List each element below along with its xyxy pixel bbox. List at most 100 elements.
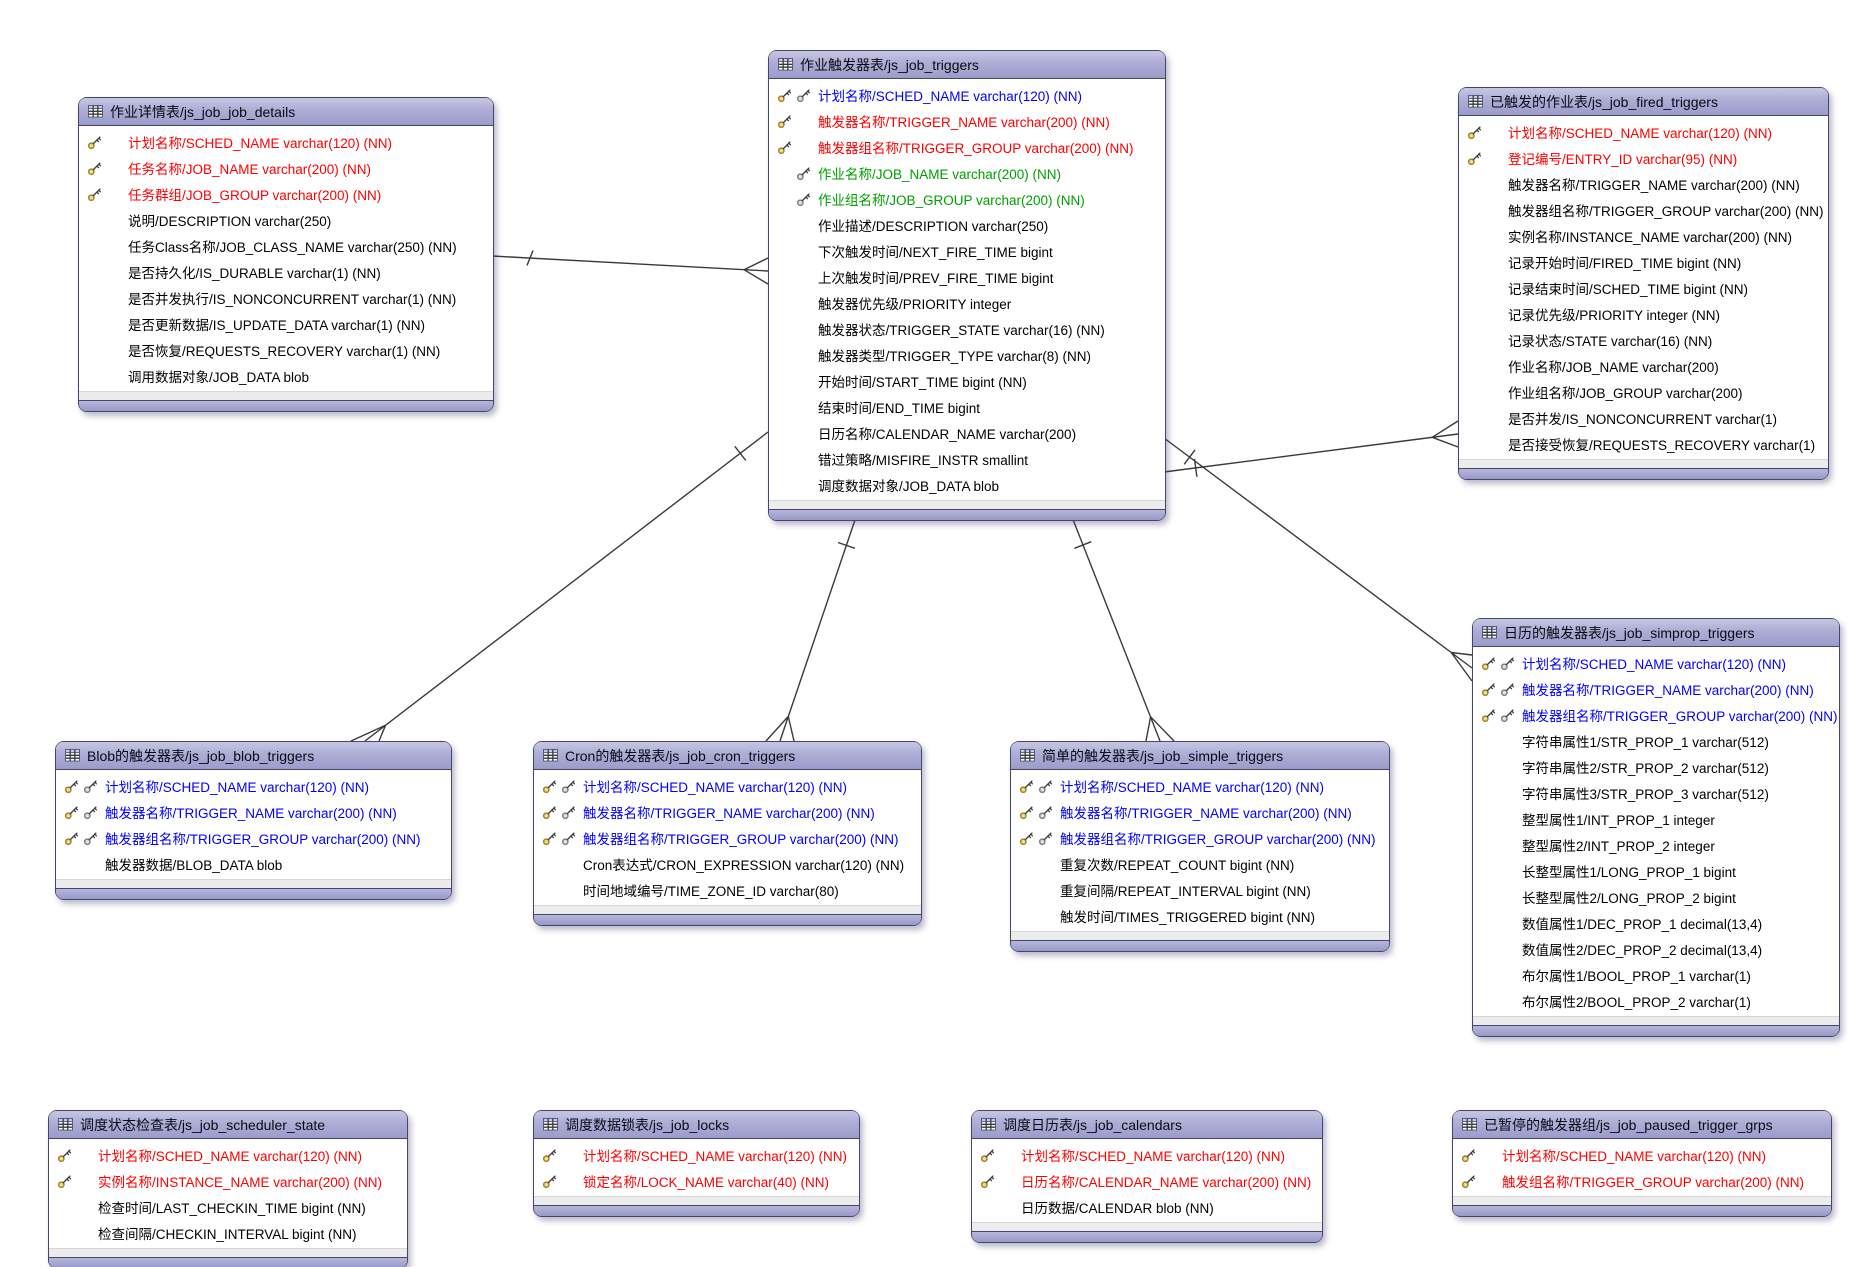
column-row[interactable]: 触发时间/TIMES_TRIGGERED bigint (NN) xyxy=(1017,903,1383,929)
column-row[interactable]: 计划名称/SCHED_NAME varchar(120) (NN) xyxy=(1479,650,1833,676)
column-row[interactable]: Cron表达式/CRON_EXPRESSION varchar(120) (NN… xyxy=(540,851,915,877)
column-row[interactable]: 是否并发/IS_NONCONCURRENT varchar(1) xyxy=(1465,405,1822,431)
column-row[interactable]: 重复次数/REPEAT_COUNT bigint (NN) xyxy=(1017,851,1383,877)
column-row[interactable]: 计划名称/SCHED_NAME varchar(120) (NN) xyxy=(55,1142,401,1168)
column-row[interactable]: 触发器名称/TRIGGER_NAME varchar(200) (NN) xyxy=(1479,676,1833,702)
column-row[interactable]: 触发器名称/TRIGGER_NAME varchar(200) (NN) xyxy=(775,108,1159,134)
table-header[interactable]: 已触发的作业表/js_job_fired_triggers xyxy=(1459,88,1828,116)
table-js_job_scheduler_state[interactable]: 调度状态检查表/js_job_scheduler_state 计划名称/SCHE… xyxy=(48,1110,408,1267)
column-row[interactable]: 触发器组名称/TRIGGER_GROUP varchar(200) (NN) xyxy=(775,134,1159,160)
column-row[interactable]: 触发器类型/TRIGGER_TYPE varchar(8) (NN) xyxy=(775,342,1159,368)
column-row[interactable]: 时间地域编号/TIME_ZONE_ID varchar(80) xyxy=(540,877,915,903)
column-row[interactable]: 触发器优先级/PRIORITY integer xyxy=(775,290,1159,316)
column-row[interactable]: 计划名称/SCHED_NAME varchar(120) (NN) xyxy=(85,129,487,155)
column-row[interactable]: 触发器组名称/TRIGGER_GROUP varchar(200) (NN) xyxy=(1017,825,1383,851)
column-row[interactable]: 整型属性1/INT_PROP_1 integer xyxy=(1479,806,1833,832)
column-row[interactable]: 调度数据对象/JOB_DATA blob xyxy=(775,472,1159,498)
column-row[interactable]: 检查时间/LAST_CHECKIN_TIME bigint (NN) xyxy=(55,1194,401,1220)
column-row[interactable]: 日历数据/CALENDAR blob (NN) xyxy=(978,1194,1316,1220)
table-js_job_simprop_triggers[interactable]: 日历的触发器表/js_job_simprop_triggers 计划名称/SCH… xyxy=(1472,618,1840,1037)
table-header[interactable]: 已暂停的触发器组/js_job_paused_trigger_grps xyxy=(1453,1111,1831,1139)
column-row[interactable]: 长整型属性1/LONG_PROP_1 bigint xyxy=(1479,858,1833,884)
table-js_job_calendars[interactable]: 调度日历表/js_job_calendars 计划名称/SCHED_NAME v… xyxy=(971,1110,1323,1243)
column-row[interactable]: 计划名称/SCHED_NAME varchar(120) (NN) xyxy=(1017,773,1383,799)
column-row[interactable]: 字符串属性1/STR_PROP_1 varchar(512) xyxy=(1479,728,1833,754)
table-js_job_blob_triggers[interactable]: Blob的触发器表/js_job_blob_triggers 计划名称/SCHE… xyxy=(55,741,452,900)
table-js_job_locks[interactable]: 调度数据锁表/js_job_locks 计划名称/SCHED_NAME varc… xyxy=(533,1110,860,1217)
column-row[interactable]: 触发器组名称/TRIGGER_GROUP varchar(200) (NN) xyxy=(62,825,445,851)
column-row[interactable]: 计划名称/SCHED_NAME varchar(120) (NN) xyxy=(775,82,1159,108)
column-row[interactable]: 长整型属性2/LONG_PROP_2 bigint xyxy=(1479,884,1833,910)
column-row[interactable]: 触发器名称/TRIGGER_NAME varchar(200) (NN) xyxy=(1465,171,1822,197)
column-row[interactable]: 记录开始时间/FIRED_TIME bigint (NN) xyxy=(1465,249,1822,275)
column-row[interactable]: 数值属性2/DEC_PROP_2 decimal(13,4) xyxy=(1479,936,1833,962)
column-row[interactable]: 触发器名称/TRIGGER_NAME varchar(200) (NN) xyxy=(62,799,445,825)
column-row[interactable]: 错过策略/MISFIRE_INSTR smallint xyxy=(775,446,1159,472)
column-row[interactable]: 触发组名称/TRIGGER_GROUP varchar(200) (NN) xyxy=(1459,1168,1825,1194)
column-row[interactable]: 触发器组名称/TRIGGER_GROUP varchar(200) (NN) xyxy=(540,825,915,851)
column-row[interactable]: 计划名称/SCHED_NAME varchar(120) (NN) xyxy=(540,1142,853,1168)
column-row[interactable]: 触发器名称/TRIGGER_NAME varchar(200) (NN) xyxy=(1017,799,1383,825)
column-row[interactable]: 字符串属性3/STR_PROP_3 varchar(512) xyxy=(1479,780,1833,806)
table-header[interactable]: 调度数据锁表/js_job_locks xyxy=(534,1111,859,1139)
column-row[interactable]: 数值属性1/DEC_PROP_1 decimal(13,4) xyxy=(1479,910,1833,936)
column-row[interactable]: 计划名称/SCHED_NAME varchar(120) (NN) xyxy=(1465,119,1822,145)
column-row[interactable]: 作业组名称/JOB_GROUP varchar(200) (NN) xyxy=(775,186,1159,212)
column-row[interactable]: 锁定名称/LOCK_NAME varchar(40) (NN) xyxy=(540,1168,853,1194)
column-row[interactable]: 触发器名称/TRIGGER_NAME varchar(200) (NN) xyxy=(540,799,915,825)
table-js_job_fired_triggers[interactable]: 已触发的作业表/js_job_fired_triggers 计划名称/SCHED… xyxy=(1458,87,1829,480)
column-row[interactable]: 整型属性2/INT_PROP_2 integer xyxy=(1479,832,1833,858)
column-row[interactable]: 作业描述/DESCRIPTION varchar(250) xyxy=(775,212,1159,238)
column-row[interactable]: 字符串属性2/STR_PROP_2 varchar(512) xyxy=(1479,754,1833,780)
column-row[interactable]: 布尔属性2/BOOL_PROP_2 varchar(1) xyxy=(1479,988,1833,1014)
table-header[interactable]: 调度状态检查表/js_job_scheduler_state xyxy=(49,1111,407,1139)
column-row[interactable]: 登记编号/ENTRY_ID varchar(95) (NN) xyxy=(1465,145,1822,171)
table-js_job_cron_triggers[interactable]: Cron的触发器表/js_job_cron_triggers 计划名称/SCHE… xyxy=(533,741,922,926)
table-header[interactable]: Blob的触发器表/js_job_blob_triggers xyxy=(56,742,451,770)
column-row[interactable]: 日历名称/CALENDAR_NAME varchar(200) xyxy=(775,420,1159,446)
table-js_job_simple_triggers[interactable]: 简单的触发器表/js_job_simple_triggers 计划名称/SCHE… xyxy=(1010,741,1390,952)
column-row[interactable]: 触发器数据/BLOB_DATA blob xyxy=(62,851,445,877)
column-row[interactable]: 计划名称/SCHED_NAME varchar(120) (NN) xyxy=(62,773,445,799)
column-row[interactable]: 作业名称/JOB_NAME varchar(200) xyxy=(1465,353,1822,379)
column-row[interactable]: 记录结束时间/SCHED_TIME bigint (NN) xyxy=(1465,275,1822,301)
column-row[interactable]: 检查间隔/CHECKIN_INTERVAL bigint (NN) xyxy=(55,1220,401,1246)
column-row[interactable]: 计划名称/SCHED_NAME varchar(120) (NN) xyxy=(1459,1142,1825,1168)
column-row[interactable]: 是否更新数据/IS_UPDATE_DATA varchar(1) (NN) xyxy=(85,311,487,337)
column-row[interactable]: 任务名称/JOB_NAME varchar(200) (NN) xyxy=(85,155,487,181)
column-row[interactable]: 说明/DESCRIPTION varchar(250) xyxy=(85,207,487,233)
column-row[interactable]: 作业名称/JOB_NAME varchar(200) (NN) xyxy=(775,160,1159,186)
column-row[interactable]: 记录状态/STATE varchar(16) (NN) xyxy=(1465,327,1822,353)
table-js_job_paused_trigger_grps[interactable]: 已暂停的触发器组/js_job_paused_trigger_grps 计划名称… xyxy=(1452,1110,1832,1217)
column-row[interactable]: 重复间隔/REPEAT_INTERVAL bigint (NN) xyxy=(1017,877,1383,903)
column-row[interactable]: 是否恢复/REQUESTS_RECOVERY varchar(1) (NN) xyxy=(85,337,487,363)
table-js_job_triggers[interactable]: 作业触发器表/js_job_triggers 计划名称/SCHED_NAME v… xyxy=(768,50,1166,521)
column-row[interactable]: 任务群组/JOB_GROUP varchar(200) (NN) xyxy=(85,181,487,207)
column-row[interactable]: 记录优先级/PRIORITY integer (NN) xyxy=(1465,301,1822,327)
column-row[interactable]: 是否持久化/IS_DURABLE varchar(1) (NN) xyxy=(85,259,487,285)
column-row[interactable]: 计划名称/SCHED_NAME varchar(120) (NN) xyxy=(978,1142,1316,1168)
column-row[interactable]: 日历名称/CALENDAR_NAME varchar(200) (NN) xyxy=(978,1168,1316,1194)
table-js_job_job_details[interactable]: 作业详情表/js_job_job_details 计划名称/SCHED_NAME… xyxy=(78,97,494,412)
column-row[interactable]: 实例名称/INSTANCE_NAME varchar(200) (NN) xyxy=(1465,223,1822,249)
column-row[interactable]: 作业组名称/JOB_GROUP varchar(200) xyxy=(1465,379,1822,405)
table-header[interactable]: 简单的触发器表/js_job_simple_triggers xyxy=(1011,742,1389,770)
column-row[interactable]: 任务Class名称/JOB_CLASS_NAME varchar(250) (N… xyxy=(85,233,487,259)
table-header[interactable]: 作业详情表/js_job_job_details xyxy=(79,98,493,126)
table-header[interactable]: Cron的触发器表/js_job_cron_triggers xyxy=(534,742,921,770)
column-row[interactable]: 触发器状态/TRIGGER_STATE varchar(16) (NN) xyxy=(775,316,1159,342)
column-row[interactable]: 触发器组名称/TRIGGER_GROUP varchar(200) (NN) xyxy=(1465,197,1824,223)
column-row[interactable]: 开始时间/START_TIME bigint (NN) xyxy=(775,368,1159,394)
table-header[interactable]: 日历的触发器表/js_job_simprop_triggers xyxy=(1473,619,1839,647)
column-row[interactable]: 调用数据对象/JOB_DATA blob xyxy=(85,363,487,389)
table-header[interactable]: 调度日历表/js_job_calendars xyxy=(972,1111,1322,1139)
column-row[interactable]: 是否接受恢复/REQUESTS_RECOVERY varchar(1) xyxy=(1465,431,1822,457)
column-row[interactable]: 结束时间/END_TIME bigint xyxy=(775,394,1159,420)
column-row[interactable]: 是否并发执行/IS_NONCONCURRENT varchar(1) (NN) xyxy=(85,285,487,311)
column-row[interactable]: 下次触发时间/NEXT_FIRE_TIME bigint xyxy=(775,238,1159,264)
column-row[interactable]: 实例名称/INSTANCE_NAME varchar(200) (NN) xyxy=(55,1168,401,1194)
column-row[interactable]: 布尔属性1/BOOL_PROP_1 varchar(1) xyxy=(1479,962,1833,988)
column-row[interactable]: 触发器组名称/TRIGGER_GROUP varchar(200) (NN) xyxy=(1479,702,1838,728)
column-row[interactable]: 上次触发时间/PREV_FIRE_TIME bigint xyxy=(775,264,1159,290)
column-row[interactable]: 计划名称/SCHED_NAME varchar(120) (NN) xyxy=(540,773,915,799)
